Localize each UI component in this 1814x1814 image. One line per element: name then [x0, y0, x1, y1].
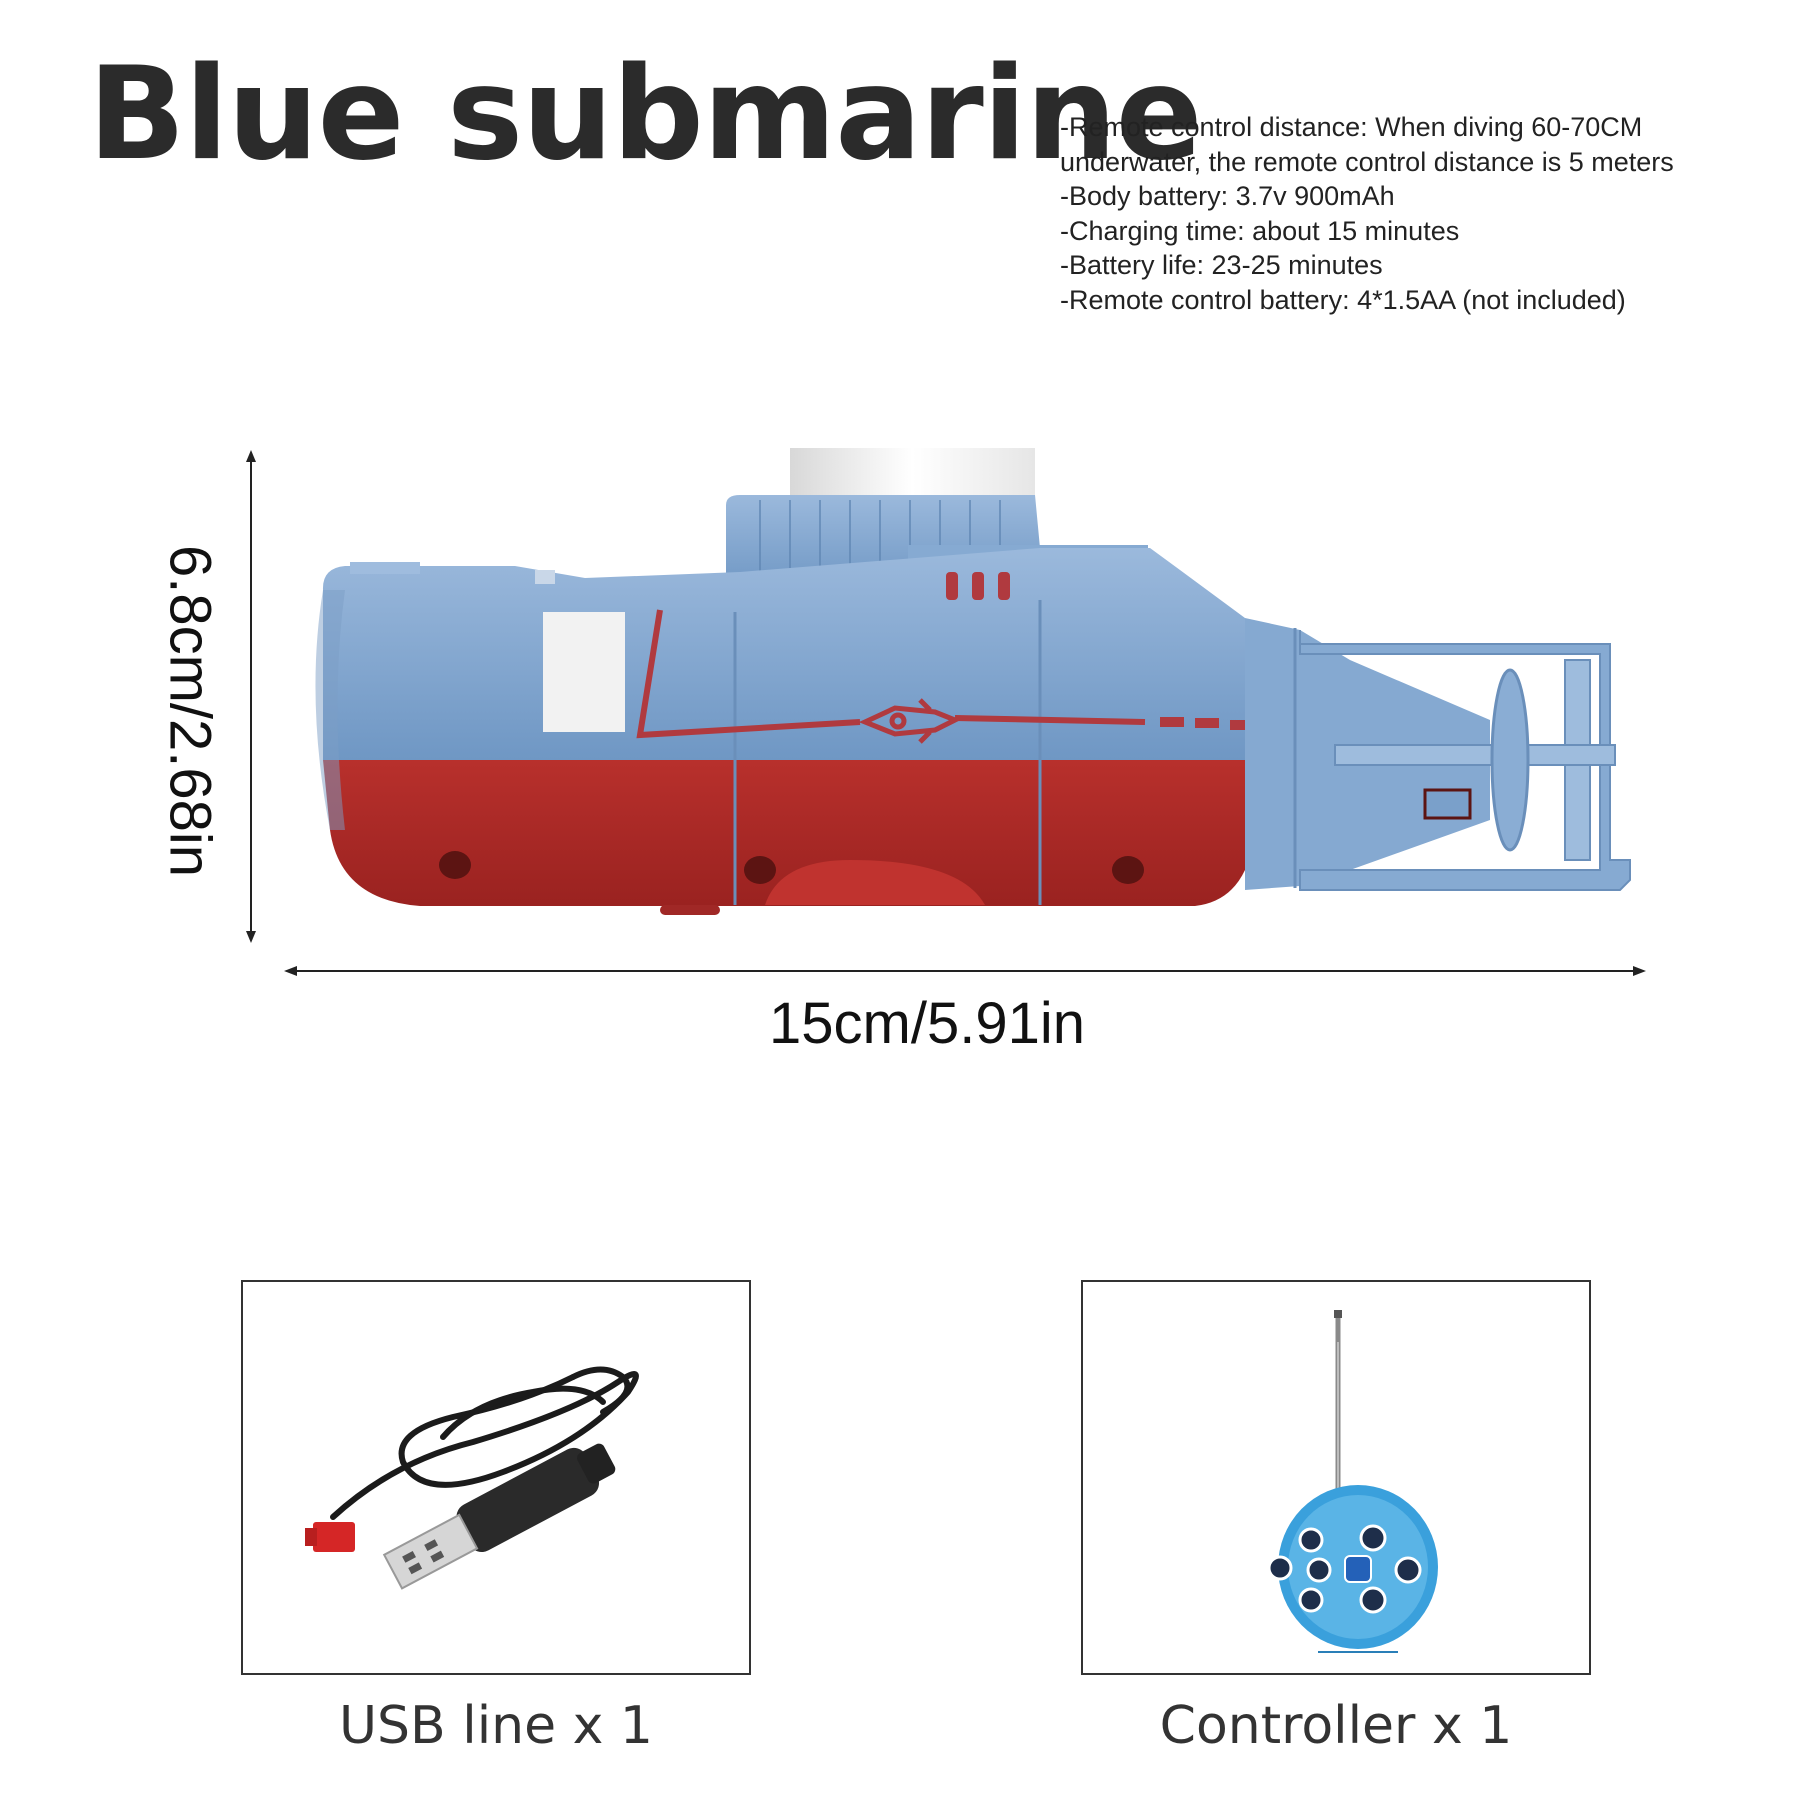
- keel-bump: [765, 860, 985, 905]
- controller-caption: Controller x 1: [1159, 1696, 1513, 1756]
- controller-box: [1081, 1280, 1591, 1675]
- spec-line: -Body battery: 3.7v 900mAh: [1060, 181, 1395, 211]
- spec-line: -Remote control distance: When diving 60…: [1060, 112, 1643, 142]
- page-title: Blue submarine: [88, 40, 1203, 189]
- hull-seams: [733, 600, 1042, 905]
- usb-cable-image: [305, 1366, 639, 1590]
- spec-list: -Remote control distance: When diving 60…: [1060, 110, 1760, 317]
- usb-line-box: [241, 1280, 751, 1675]
- spec-line: -Battery life: 23-25 minutes: [1060, 250, 1383, 280]
- height-dimension-arrow: [246, 450, 256, 943]
- spec-line: underwater, the remote control distance …: [1060, 146, 1674, 177]
- jst-connector: [313, 1522, 355, 1552]
- spec-line: -Charging time: about 15 minutes: [1060, 215, 1460, 246]
- torpedo-logo: [858, 698, 962, 744]
- height-label: 6.8cm/2.68in: [157, 544, 223, 878]
- spec-line: -Remote control battery: 4*1.5AA (not in…: [1060, 284, 1626, 315]
- remote-controller-image: [1267, 1310, 1438, 1653]
- tower-vents: [946, 572, 1010, 600]
- usb-line-caption: USB line x 1: [338, 1696, 654, 1756]
- length-dimension-arrow: [284, 966, 1646, 976]
- usb-plug: [456, 1447, 600, 1553]
- hull-holes: [439, 851, 1144, 884]
- hull-lower: [323, 760, 1245, 906]
- submarine-illustration: [246, 448, 1646, 976]
- window-panel: [543, 612, 625, 732]
- tail-propeller-guard: [1245, 618, 1631, 891]
- length-label: 15cm/5.91in: [769, 991, 1085, 1056]
- tower-cap: [790, 448, 1035, 503]
- hull-stripe: [636, 609, 1250, 739]
